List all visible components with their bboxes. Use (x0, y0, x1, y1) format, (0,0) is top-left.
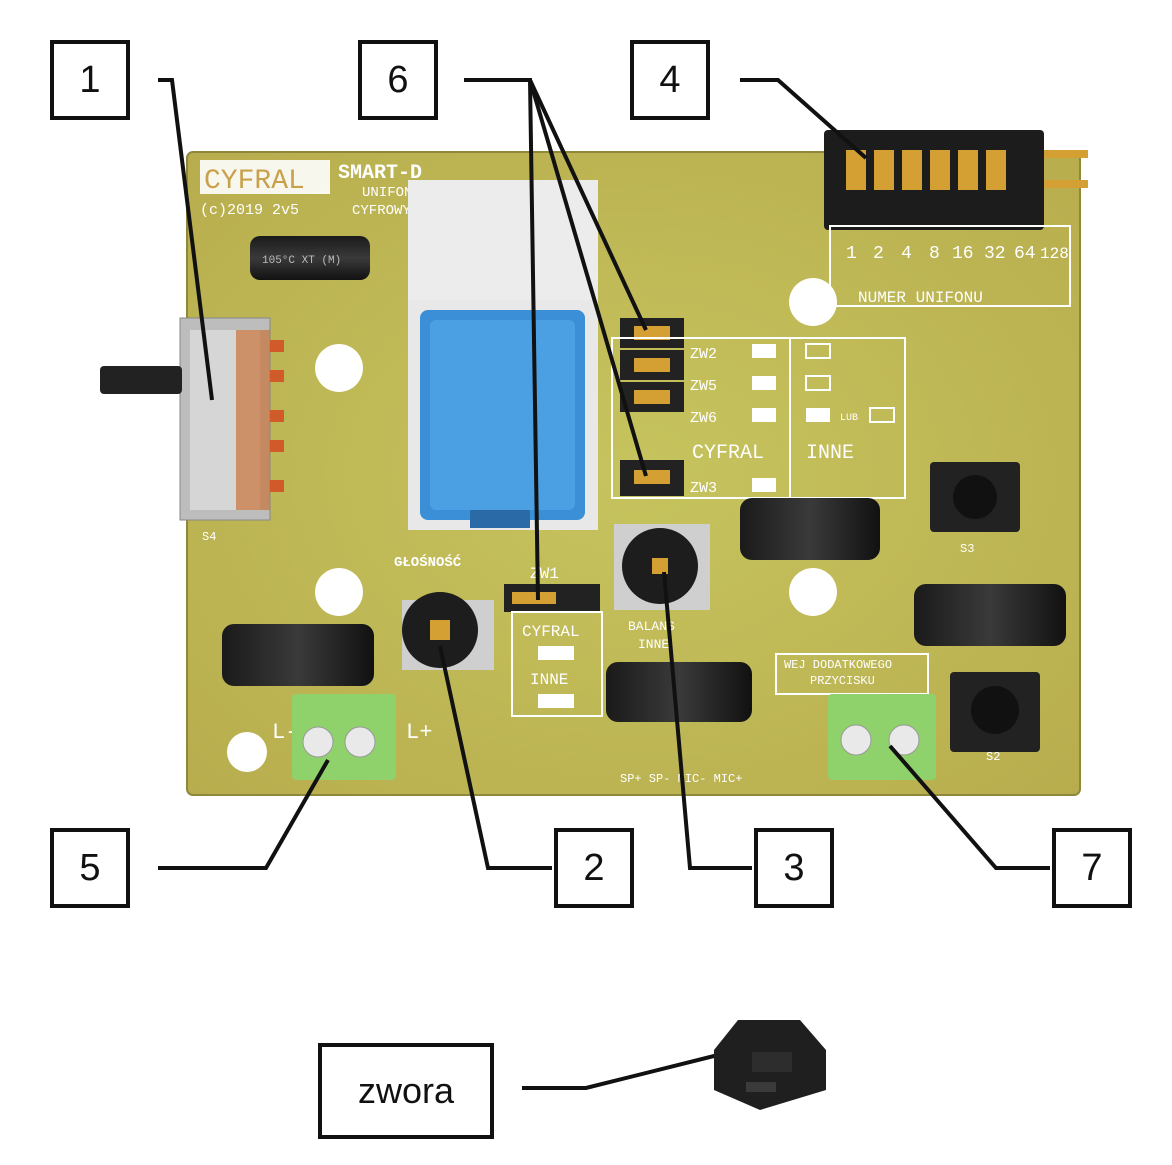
zw2-label: ZW2 (690, 346, 717, 363)
svg-text:4: 4 (901, 244, 912, 264)
callout-7: 7 (1052, 828, 1132, 908)
leader-line-6b (528, 79, 648, 331)
zw1-inne: INNE (530, 671, 568, 689)
lub-label: LUB (840, 413, 858, 424)
zwora-jumper-picture (714, 1020, 826, 1110)
terminal-block-right (828, 694, 936, 780)
s3-label: S3 (960, 542, 974, 556)
zwora-label-box: zwora (318, 1043, 494, 1139)
jumper-block (620, 318, 684, 496)
mounting-hole (315, 344, 363, 392)
leader-line-zwora (522, 1048, 739, 1090)
zw6-label: ZW6 (690, 410, 717, 427)
svg-text:105°C XT (M): 105°C XT (M) (262, 255, 341, 267)
zw3-label: ZW3 (690, 480, 717, 497)
callout-1: 1 (50, 40, 130, 120)
svg-text:WEJ DODATKOWEGO: WEJ DODATKOWEGO (784, 658, 892, 672)
svg-text:PRZYCISKU: PRZYCISKU (810, 674, 875, 688)
address-header (824, 130, 1088, 230)
s2-label: S2 (986, 750, 1000, 764)
zw1-jumper: ZW1 CYFRAL INNE (504, 565, 603, 717)
balance-label-1: BALANS (628, 619, 675, 634)
push-button: S2 (950, 672, 1040, 764)
svg-text:8: 8 (929, 244, 940, 264)
leader-line-2 (438, 645, 552, 870)
callout-4: 4 (630, 40, 710, 120)
leader-lines (158, 78, 1050, 1090)
address-labels: 1 2 4 8 16 32 64 128 NUMER UNIFONU (829, 225, 1071, 307)
mounting-hole (789, 568, 837, 616)
callout-5: 5 (50, 828, 130, 908)
leader-line-6c (528, 79, 648, 477)
leader-line-3 (662, 571, 752, 870)
callout-2: 2 (554, 828, 634, 908)
volume-potentiometer: GŁOŚNOŚĆ (394, 553, 494, 670)
leader-line-5 (158, 759, 330, 870)
capacitor (222, 624, 374, 686)
switch-lever (100, 366, 182, 394)
brand-block: CYFRAL SMART-D UNIFON CYFROWY (c)2019 2v… (200, 160, 422, 219)
callout-3: 3 (754, 828, 834, 908)
svg-text:128: 128 (1040, 245, 1069, 263)
capacitor (914, 584, 1066, 646)
relay (408, 180, 598, 530)
address-title: NUMER UNIFONU (858, 289, 983, 307)
svg-text:1: 1 (846, 244, 857, 264)
zw5-label: ZW5 (690, 378, 717, 395)
model-name: SMART-D (338, 162, 422, 185)
svg-text:16: 16 (952, 244, 974, 264)
copyright: (c)2019 2v5 (200, 202, 299, 219)
jumper-config-table: ZW2 ZW5 ZW6 ZW3 LUB CYFRAL INNE (611, 337, 906, 499)
balance-potentiometer: BALANS INNE (614, 524, 710, 652)
balance-label-2: INNE (638, 637, 669, 652)
svg-text:2: 2 (873, 244, 884, 264)
mounting-hole (789, 278, 837, 326)
callout-6: 6 (358, 40, 438, 120)
leader-line-1 (158, 78, 214, 401)
svg-text:32: 32 (984, 244, 1006, 264)
leader-line-4 (740, 78, 868, 160)
push-button: S3 (930, 462, 1020, 556)
capacitor (740, 498, 880, 560)
zw1-label: ZW1 (530, 565, 559, 583)
terminal-block-left: L- L+ (272, 694, 432, 780)
brand-logo: CYFRAL (204, 166, 305, 197)
capacitor: 105°C XT (M) (250, 236, 370, 280)
leader-line-7 (888, 744, 1050, 870)
mounting-hole (315, 568, 363, 616)
s4-label: S4 (202, 530, 216, 544)
svg-text:64: 64 (1014, 244, 1036, 264)
mounting-hole (227, 732, 267, 772)
col-cyfral-label: CYFRAL (692, 442, 764, 465)
slide-switch: S4 (100, 317, 284, 544)
terminal-l-plus: L+ (406, 720, 432, 745)
col-inne-label: INNE (806, 442, 854, 465)
extra-button-label: WEJ DODATKOWEGO PRZYCISKU (775, 653, 929, 695)
model-line2: CYFROWY (352, 203, 411, 219)
volume-label: GŁOŚNOŚĆ (394, 553, 462, 571)
zw1-cyfral: CYFRAL (522, 623, 580, 641)
capacitor (606, 662, 752, 722)
model-line1: UNIFON (362, 185, 412, 201)
